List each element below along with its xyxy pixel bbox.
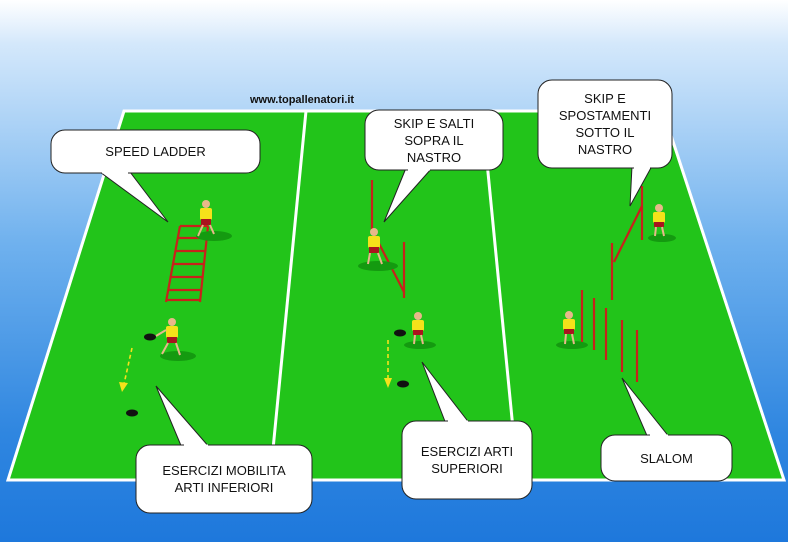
label-skip-salti: SKIP E SALTI SOPRA IL NASTRO <box>365 110 503 170</box>
callout-line: NASTRO <box>406 149 462 165</box>
ladder-icon <box>164 224 210 303</box>
website-watermark: www.topallenatori.it <box>250 94 355 106</box>
callout-line: ESERCIZI ARTI <box>420 444 514 459</box>
callout-arti-superiori <box>401 361 533 500</box>
callout-line: SPOSTAMENTI <box>558 108 652 123</box>
arrow-icon <box>119 382 128 392</box>
callout-line: ARTI INFERIORI <box>174 480 274 495</box>
label-arti-superiori: ESERCIZI ARTI SUPERIORI <box>402 421 532 499</box>
person-icon <box>648 204 676 242</box>
person-icon <box>556 311 588 349</box>
cone-icon <box>126 329 409 417</box>
person-icon <box>358 228 398 271</box>
callout-line: NASTRO <box>577 142 633 157</box>
pole-icon <box>610 186 644 300</box>
pitch-divider-1 <box>268 110 308 481</box>
callout-line: SUPERIORI <box>431 461 503 476</box>
callout-line: SKIP E SALTI <box>393 115 475 131</box>
callout-line: SPEED LADDER <box>105 144 206 159</box>
callout-mobilita <box>135 385 313 514</box>
label-skip-spostamenti: SKIP E SPOSTAMENTI SOTTO IL NASTRO <box>538 80 672 168</box>
pole-icon <box>580 290 639 382</box>
arrow-icon <box>384 378 392 388</box>
label-slalom: SLALOM <box>601 435 732 481</box>
callout-line: SOTTO IL <box>575 125 635 140</box>
callout-skip-salti <box>364 109 504 223</box>
callout-slalom <box>600 377 733 482</box>
pitch-divider-2 <box>480 110 520 481</box>
callout-line: SKIP E <box>584 91 626 106</box>
person-icon <box>196 200 232 241</box>
callout-line: SOPRA IL <box>404 132 464 148</box>
arrow-icon <box>123 340 389 385</box>
callout-line: SLALOM <box>640 450 693 466</box>
person-icon <box>155 318 196 361</box>
person-icon <box>404 312 436 349</box>
label-speed-ladder: SPEED LADDER <box>51 130 260 173</box>
callout-speed-ladder <box>50 129 261 223</box>
label-mobilita: ESERCIZI MOBILITA ARTI INFERIORI <box>136 445 312 513</box>
callout-line: ESERCIZI MOBILITA <box>162 463 286 478</box>
callout-skip-spostamenti <box>537 79 673 207</box>
